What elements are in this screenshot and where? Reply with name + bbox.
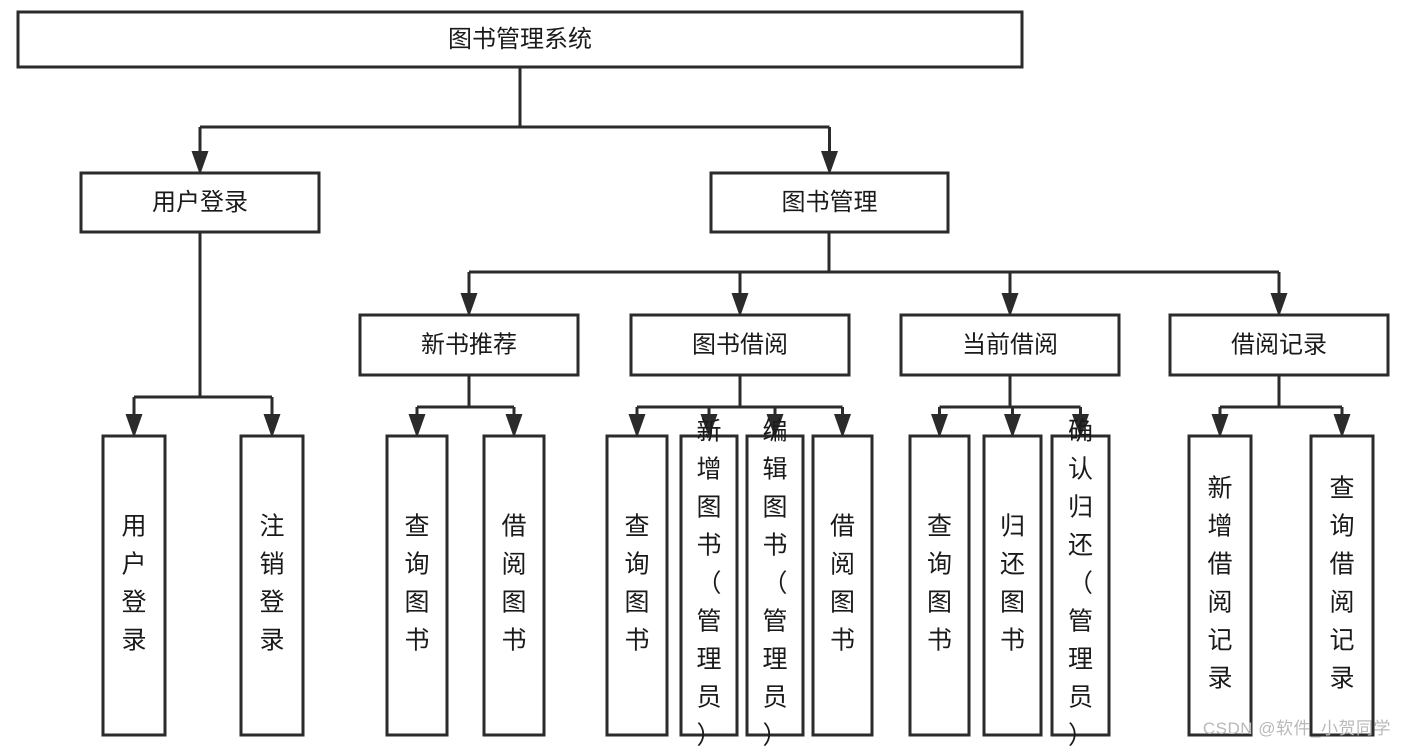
arrow-head-icon [1211, 414, 1229, 438]
node-l4-10[interactable]: 确认归还（管理员） [1050, 418, 1111, 747]
node-box[interactable] [629, 313, 851, 377]
connector-group-l2-0_to_l4 [125, 232, 281, 438]
node-label: 借阅记录 [1231, 331, 1327, 358]
arrow-head-icon [731, 293, 749, 317]
node-box[interactable] [811, 434, 874, 737]
watermark-text: CSDN @软件_小贺同学 [1202, 719, 1391, 738]
arrow-head-icon [460, 293, 478, 317]
node-l4-1[interactable]: 注销登录 [239, 434, 305, 737]
node-box[interactable] [358, 313, 580, 377]
arrow-head-icon [821, 151, 838, 175]
node-label: 查询借阅记录 [1329, 475, 1354, 693]
node-box[interactable] [239, 434, 305, 737]
connector-group-l3-1_to_l4 [628, 375, 851, 438]
arrow-head-icon [1001, 293, 1019, 317]
connector-group-l3-3_to_l4 [1211, 375, 1351, 438]
arrow-head-icon [125, 414, 143, 438]
node-box[interactable] [1050, 434, 1111, 737]
node-label: 图书借阅 [692, 331, 788, 358]
node-label: 用户登录 [121, 513, 146, 655]
node-label: 编辑图书（管理员） [762, 418, 787, 747]
node-l3-0[interactable]: 新书推荐 [358, 313, 580, 377]
arrow-head-icon [1004, 414, 1021, 438]
node-label: 新增借阅记录 [1207, 475, 1232, 693]
node-box[interactable] [899, 313, 1121, 377]
node-box[interactable] [1309, 434, 1375, 737]
node-box[interactable] [1168, 313, 1390, 377]
node-box[interactable] [16, 10, 1024, 69]
node-box[interactable] [982, 434, 1043, 737]
node-label: 当前借阅 [962, 331, 1058, 358]
arrow-head-icon [1270, 293, 1288, 317]
node-l4-7[interactable]: 借阅图书 [811, 434, 874, 737]
arrow-head-icon [263, 414, 281, 438]
node-l4-9[interactable]: 归还图书 [982, 434, 1043, 737]
node-box[interactable] [482, 434, 546, 737]
node-box[interactable] [908, 434, 971, 737]
arrow-head-icon [766, 414, 784, 438]
node-l4-11[interactable]: 新增借阅记录 [1187, 434, 1253, 737]
node-label: 查询图书 [404, 513, 429, 655]
arrow-head-icon [700, 414, 718, 438]
node-l2-0[interactable]: 用户登录 [79, 171, 321, 234]
connector-layer [125, 67, 1351, 438]
node-l4-4[interactable]: 查询图书 [605, 434, 669, 737]
arrow-head-icon [408, 414, 426, 438]
connector-group-root_to_l2 [191, 67, 838, 175]
node-label: 借阅图书 [501, 513, 526, 655]
connector-group-l2-1_to_l3 [460, 232, 1288, 317]
arrow-head-icon [191, 151, 209, 175]
connector-group-l3-2_to_l4 [931, 375, 1089, 438]
node-l3-2[interactable]: 当前借阅 [899, 313, 1121, 377]
node-l4-5[interactable]: 新增图书（管理员） [679, 418, 739, 747]
node-box[interactable] [679, 434, 739, 737]
node-label: 用户登录 [152, 189, 248, 216]
arrow-head-icon [628, 414, 646, 438]
node-box[interactable] [745, 434, 805, 737]
arrow-head-icon [505, 414, 523, 438]
node-box[interactable] [385, 434, 449, 737]
node-l2-1[interactable]: 图书管理 [709, 171, 950, 234]
connector-group-l3-0_to_l4 [408, 375, 523, 438]
node-label: 新增图书（管理员） [696, 418, 721, 747]
node-label: 查询图书 [927, 513, 952, 655]
arrow-head-icon [834, 414, 851, 438]
node-label: 注销登录 [259, 513, 284, 655]
node-label: 新书推荐 [421, 331, 517, 358]
node-root[interactable]: 图书管理系统 [16, 10, 1024, 69]
arrow-head-icon [1072, 414, 1089, 438]
node-label: 查询图书 [624, 513, 649, 655]
node-box[interactable] [709, 171, 950, 234]
arrow-head-icon [931, 414, 948, 438]
node-label: 图书管理 [782, 189, 878, 216]
arrow-head-icon [1333, 414, 1351, 438]
node-l4-12[interactable]: 查询借阅记录 [1309, 434, 1375, 737]
node-l4-2[interactable]: 查询图书 [385, 434, 449, 737]
node-box[interactable] [1187, 434, 1253, 737]
node-l3-1[interactable]: 图书借阅 [629, 313, 851, 377]
node-box[interactable] [79, 171, 321, 234]
node-box[interactable] [605, 434, 669, 737]
node-l4-3[interactable]: 借阅图书 [482, 434, 546, 737]
node-l3-3[interactable]: 借阅记录 [1168, 313, 1390, 377]
node-l4-6[interactable]: 编辑图书（管理员） [745, 418, 805, 747]
node-label: 归还图书 [1000, 513, 1025, 655]
node-l4-0[interactable]: 用户登录 [101, 434, 167, 737]
node-layer: 图书管理系统用户登录图书管理新书推荐图书借阅当前借阅借阅记录用户登录注销登录查询… [16, 10, 1390, 747]
node-label: 图书管理系统 [448, 26, 592, 53]
node-label: 借阅图书 [830, 513, 855, 655]
node-box[interactable] [101, 434, 167, 737]
node-l4-8[interactable]: 查询图书 [908, 434, 971, 737]
node-label: 确认归还（管理员） [1068, 418, 1093, 747]
